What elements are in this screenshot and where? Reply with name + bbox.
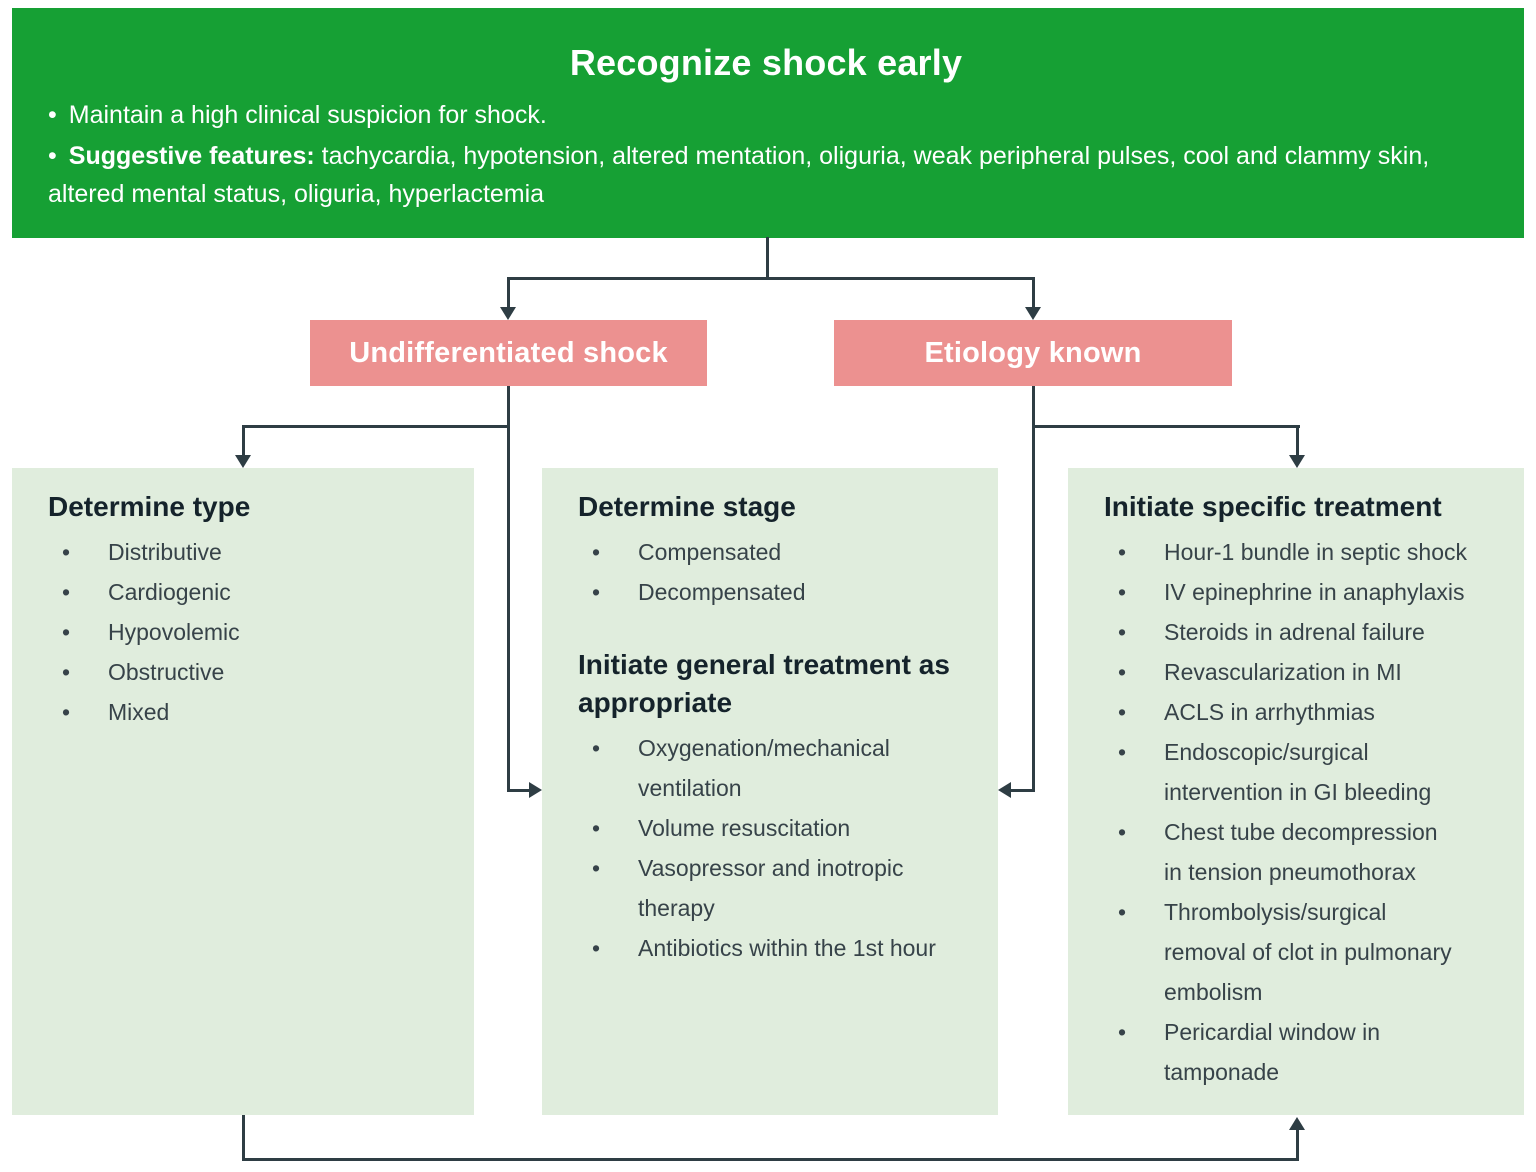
bullet-dot-icon: • — [48, 101, 57, 129]
connector-branch-left-horizontal — [242, 425, 510, 428]
section-determine-stage: Determine stage Compensated Decompensate… — [578, 488, 986, 612]
list-item: Pericardial window in tamponade — [1104, 1012, 1512, 1092]
arrowhead-into-specific-treatment-bottom-icon — [1289, 1117, 1305, 1130]
list-item: Distributive — [48, 532, 462, 572]
connector-drop-etiology — [1032, 277, 1035, 310]
arrowhead-to-etiology-icon — [1025, 307, 1041, 320]
connector-bottom-right-rise — [1296, 1128, 1299, 1160]
panel-determine-type: Determine type Distributive Cardiogenic … — [12, 468, 474, 1115]
panel-heading: Initiate general treatment as appropriat… — [578, 649, 950, 718]
panel-determine-stage: Determine stage Compensated Decompensate… — [542, 468, 998, 1115]
connector-below-undifferentiated — [507, 386, 510, 792]
bullet-list: Distributive Cardiogenic Hypovolemic Obs… — [48, 532, 462, 732]
panel-heading: Determine stage — [578, 491, 796, 522]
connector-below-etiology — [1032, 386, 1035, 792]
connector-top-horizontal — [507, 277, 1035, 280]
list-item: Compensated — [578, 532, 986, 572]
list-item: Hour-1 bundle in septic shock — [1104, 532, 1512, 572]
header-bullet-suspicion-text: Maintain a high clinical suspicion for s… — [68, 101, 547, 129]
connector-into-middle-from-right — [1010, 789, 1033, 792]
connector-drop-specific-treatment — [1296, 425, 1299, 458]
branch-etiology-known: Etiology known — [834, 320, 1232, 386]
list-item: Vasopressor and inotropic therapy — [578, 848, 986, 928]
section-specific-treatment: Initiate specific treatment Hour-1 bundl… — [1104, 488, 1512, 1092]
list-item: Antibiotics within the 1st hour — [578, 928, 986, 968]
list-item: Oxygenation/mechanical ventilation — [578, 728, 986, 808]
connector-drop-undifferentiated — [507, 277, 510, 310]
list-item: Cardiogenic — [48, 572, 462, 612]
list-item: Endoscopic/surgical intervention in GI b… — [1104, 732, 1512, 812]
list-item: Hypovolemic — [48, 612, 462, 652]
bullet-list: Compensated Decompensated — [578, 532, 986, 612]
list-item: Mixed — [48, 692, 462, 732]
list-item: Thrombolysis/surgical removal of clot in… — [1104, 892, 1512, 1012]
connector-bottom-horizontal — [242, 1158, 1299, 1161]
section-determine-type: Determine type Distributive Cardiogenic … — [48, 488, 462, 732]
panel-heading: Initiate specific treatment — [1104, 491, 1442, 522]
list-item: Volume resuscitation — [578, 808, 986, 848]
header-bullet-features-label: Suggestive features: — [68, 142, 315, 170]
arrowhead-into-middle-left-icon — [529, 782, 542, 798]
bullet-dot-icon: • — [48, 142, 57, 170]
header-bullet-features-text: tachycardia, hypotension, altered mentat… — [48, 142, 1430, 208]
list-item: IV epinephrine in anaphylaxis — [1104, 572, 1512, 612]
recognize-shock-early-box: Recognize shock early • Maintain a high c… — [12, 8, 1524, 238]
header-bullet-list: • Maintain a high clinical suspicion for … — [48, 96, 1484, 213]
list-item: Revascularization in MI — [1104, 652, 1512, 692]
arrowhead-to-determine-type-icon — [235, 455, 251, 468]
list-item: Chest tube decompression in tension pneu… — [1104, 812, 1512, 892]
header-bullet-suspicion: • Maintain a high clinical suspicion for … — [48, 96, 1484, 134]
arrowhead-into-middle-right-icon — [998, 782, 1011, 798]
arrowhead-to-specific-treatment-icon — [1289, 455, 1305, 468]
list-item: Obstructive — [48, 652, 462, 692]
connector-branch-right-horizontal — [1032, 425, 1300, 428]
connector-into-middle-from-left — [507, 789, 531, 792]
list-item: Decompensated — [578, 572, 986, 612]
list-item: Steroids in adrenal failure — [1104, 612, 1512, 652]
section-general-treatment: Initiate general treatment as appropriat… — [578, 646, 986, 968]
branch-undifferentiated-shock: Undifferentiated shock — [310, 320, 707, 386]
arrowhead-to-undifferentiated-icon — [500, 307, 516, 320]
list-item: ACLS in arrhythmias — [1104, 692, 1512, 732]
bullet-list: Hour-1 bundle in septic shock IV epineph… — [1104, 532, 1512, 1092]
header-bullet-features: • Suggestive features: tachycardia, hypot… — [48, 137, 1484, 213]
connector-root-stem — [766, 237, 769, 280]
bullet-list: Oxygenation/mechanical ventilation Volum… — [578, 728, 986, 968]
panel-heading: Determine type — [48, 491, 251, 522]
panel-specific-treatment: Initiate specific treatment Hour-1 bundl… — [1068, 468, 1524, 1115]
connector-bottom-left-drop — [242, 1115, 245, 1160]
header-title: Recognize shock early — [569, 42, 963, 83]
connector-drop-determine-type — [242, 425, 245, 458]
